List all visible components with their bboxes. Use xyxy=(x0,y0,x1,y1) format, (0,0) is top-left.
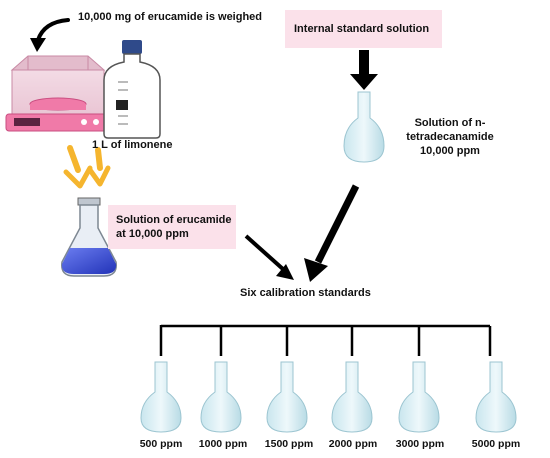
erucamide-concentration: at 10,000 ppm xyxy=(116,228,189,240)
calibration-flask-icon xyxy=(398,361,440,433)
internal-standard-label: Internal standard solution xyxy=(294,23,430,35)
erucamide-solution-box xyxy=(108,205,236,249)
erucamide-name: Solution of erucamide xyxy=(116,214,232,226)
limonene-label: 1 L of limonene xyxy=(92,139,173,151)
standard-label-5000: 5000 ppm xyxy=(471,438,521,450)
tetradecanamide-name: Solution of n-tetradecanamide xyxy=(406,117,494,143)
weigh-label: 10,000 mg of erucamide is weighed xyxy=(78,11,263,23)
converging-arrows-icon xyxy=(244,184,360,282)
limonene-bottle-icon xyxy=(103,40,161,139)
standard-label-500: 500 ppm xyxy=(139,438,183,450)
calibration-flask-icon xyxy=(200,361,242,433)
standard-label-3000: 3000 ppm xyxy=(395,438,445,450)
erucamide-flask-icon xyxy=(61,197,117,277)
standard-label-2000: 2000 ppm xyxy=(328,438,378,450)
standard-label-1000: 1000 ppm xyxy=(198,438,248,450)
distribution-tree xyxy=(159,324,492,356)
tetradecanamide-concentration: 10,000 ppm xyxy=(420,145,480,157)
calibration-flasks xyxy=(140,361,517,433)
curved-arrow-icon xyxy=(30,18,70,52)
internal-standard-box xyxy=(285,10,442,48)
analytical-balance-icon xyxy=(5,55,109,132)
calibration-flask-icon xyxy=(266,361,308,433)
calibration-flask-icon xyxy=(475,361,517,433)
calibration-flask-icon xyxy=(331,361,373,433)
calibration-label: Six calibration standards xyxy=(240,287,371,299)
standard-label-1500: 1500 ppm xyxy=(264,438,314,450)
down-arrow-icon xyxy=(350,50,378,90)
orange-arrows-icon xyxy=(63,145,111,189)
erucamide-label: Solution of erucamide at 10,000 ppm xyxy=(116,213,232,241)
tetradecanamide-label: Solution of n-tetradecanamide 10,000 ppm xyxy=(380,116,520,158)
calibration-flask-icon xyxy=(140,361,182,433)
tetradecanamide-flask-icon xyxy=(343,91,385,163)
